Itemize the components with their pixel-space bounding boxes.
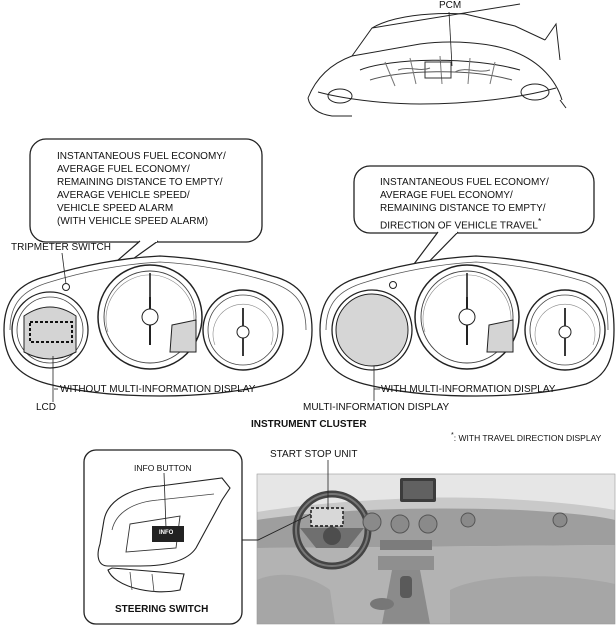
info-button-key: INFO [159, 530, 174, 536]
callout-left-line: (WITH VEHICLE SPEED ALARM) [57, 216, 209, 227]
lcd-label: LCD [36, 402, 57, 413]
instrument-cluster-title: INSTRUMENT CLUSTER [251, 419, 367, 430]
callout-box-right [353, 165, 595, 234]
callout-right-line: AVERAGE FUEL ECONOMY/ [380, 190, 513, 201]
start-stop-unit-label: START STOP UNIT [270, 449, 358, 460]
callout-right-line: INSTANTANEOUS FUEL ECONOMY/ [380, 177, 549, 188]
callout-left-line: VEHICLE SPEED ALARM [57, 203, 174, 214]
steering-switch-connector [242, 513, 312, 541]
callout-left-line: AVERAGE FUEL ECONOMY/ [57, 164, 190, 175]
callout-left-text: INSTANTANEOUS FUEL ECONOMY/ AVERAGE FUEL… [57, 150, 226, 228]
steering-switch-title: STEERING SWITCH [115, 604, 209, 615]
with-mid-label: WITH MULTI-INFORMATION DISPLAY [381, 384, 556, 395]
footnote: *: WITH TRAVEL DIRECTION DISPLAY [451, 429, 601, 444]
instrument-cluster-with-mid [319, 255, 615, 397]
car-hood-illustration [307, 3, 567, 117]
callout-right-line: REMAINING DISTANCE TO EMPTY/ [380, 203, 546, 214]
pcm-label: PCM [439, 0, 462, 11]
callout-right-text: INSTANTANEOUS FUEL ECONOMY/ AVERAGE FUEL… [380, 176, 549, 232]
instrument-cluster-without-mid [3, 255, 313, 397]
pcm-leader-line [448, 11, 453, 67]
cluster-leader-lines [52, 252, 380, 402]
callout-left-line: AVERAGE VEHICLE SPEED/ [57, 190, 190, 201]
callout-left-line: INSTANTANEOUS FUEL ECONOMY/ [57, 151, 226, 162]
callout-right-line-last: DIRECTION OF VEHICLE TRAVEL* [380, 215, 549, 232]
info-button-label: INFO BUTTON [134, 463, 192, 473]
multi-info-display-label: MULTI-INFORMATION DISPLAY [303, 402, 450, 413]
callout-right-line: DIRECTION OF VEHICLE TRAVEL [380, 220, 538, 232]
footnote-text: : WITH TRAVEL DIRECTION DISPLAY [453, 432, 602, 443]
callout-left-line: REMAINING DISTANCE TO EMPTY/ [57, 177, 223, 188]
footnote-mark: * [451, 431, 454, 439]
callout-right-footnote-mark: * [538, 216, 542, 226]
without-mid-label: WITHOUT MULTI-INFORMATION DISPLAY [60, 384, 256, 395]
dashboard-illustration [257, 474, 615, 624]
steering-switch-detail [83, 449, 243, 625]
tripmeter-switch-label: TRIPMETER SWITCH [11, 242, 111, 253]
